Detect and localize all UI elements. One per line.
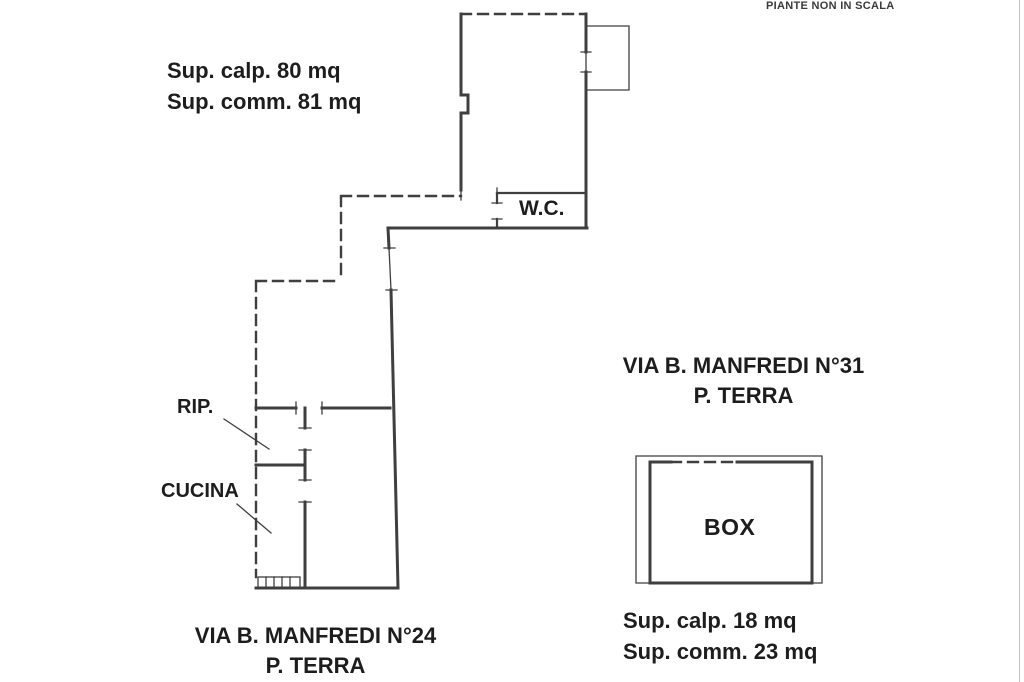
box-outer-thin-lines: [635, 455, 823, 584]
top-room-left-wall: [459, 12, 470, 192]
right-wall-window-jambs: [580, 51, 592, 73]
threshold-hatch: [257, 576, 301, 589]
cucina-leader-line: [236, 503, 272, 534]
inner-vertical-door-jambs: [298, 427, 312, 503]
apartment-dashed-boundary: [254, 12, 588, 579]
lower-right-door-jambs: [383, 247, 398, 291]
apartment-address-line2: P. TERRA: [265, 653, 366, 678]
apartment-sup-calp: Sup. calp. 80 mq: [167, 58, 341, 83]
garage-surface-block: Sup. calp. 18 mq Sup. comm. 23 mq: [623, 605, 817, 667]
wc-door-jambs: [491, 202, 503, 220]
apartment-address: VIA B. MANFREDI N°24 P. TERRA: [155, 621, 476, 681]
garage-address: VIA B. MANFREDI N°31 P. TERRA: [583, 351, 904, 411]
apartment-plan: [223, 12, 630, 590]
balcony-outline: [587, 25, 630, 91]
threshold-hatch-lines: [265, 576, 291, 589]
box-thick-walls: [648, 460, 814, 585]
garage-address-line2: P. TERRA: [693, 383, 794, 408]
threshold-hatch-box: [257, 576, 301, 589]
not-to-scale-note: PIANTE NON IN SCALA: [766, 0, 895, 12]
lower-right-wall: [386, 226, 400, 590]
scan-edge-line: [1019, 0, 1020, 682]
garage-sup-calp: Sup. calp. 18 mq: [623, 608, 797, 633]
apartment-address-line1: VIA B. MANFREDI N°24: [194, 623, 437, 648]
room-label-cucina: CUCINA: [161, 480, 239, 502]
room-label-box: BOX: [704, 514, 756, 540]
garage-address-line1: VIA B. MANFREDI N°31: [622, 353, 865, 378]
apartment-sup-comm: Sup. comm. 81 mq: [167, 89, 362, 114]
inner-horizontal-door-jambs: [295, 401, 323, 415]
apartment-surface-block: Sup. calp. 80 mq Sup. comm. 81 mq: [167, 55, 361, 117]
room-label-wc: W.C.: [519, 197, 565, 220]
room-label-rip: RIP.: [177, 396, 214, 418]
corridor-opening-jambs: [460, 187, 498, 201]
garage-sup-comm: Sup. comm. 23 mq: [623, 639, 818, 664]
box-plan: [635, 455, 823, 585]
rip-leader-line: [223, 418, 270, 450]
